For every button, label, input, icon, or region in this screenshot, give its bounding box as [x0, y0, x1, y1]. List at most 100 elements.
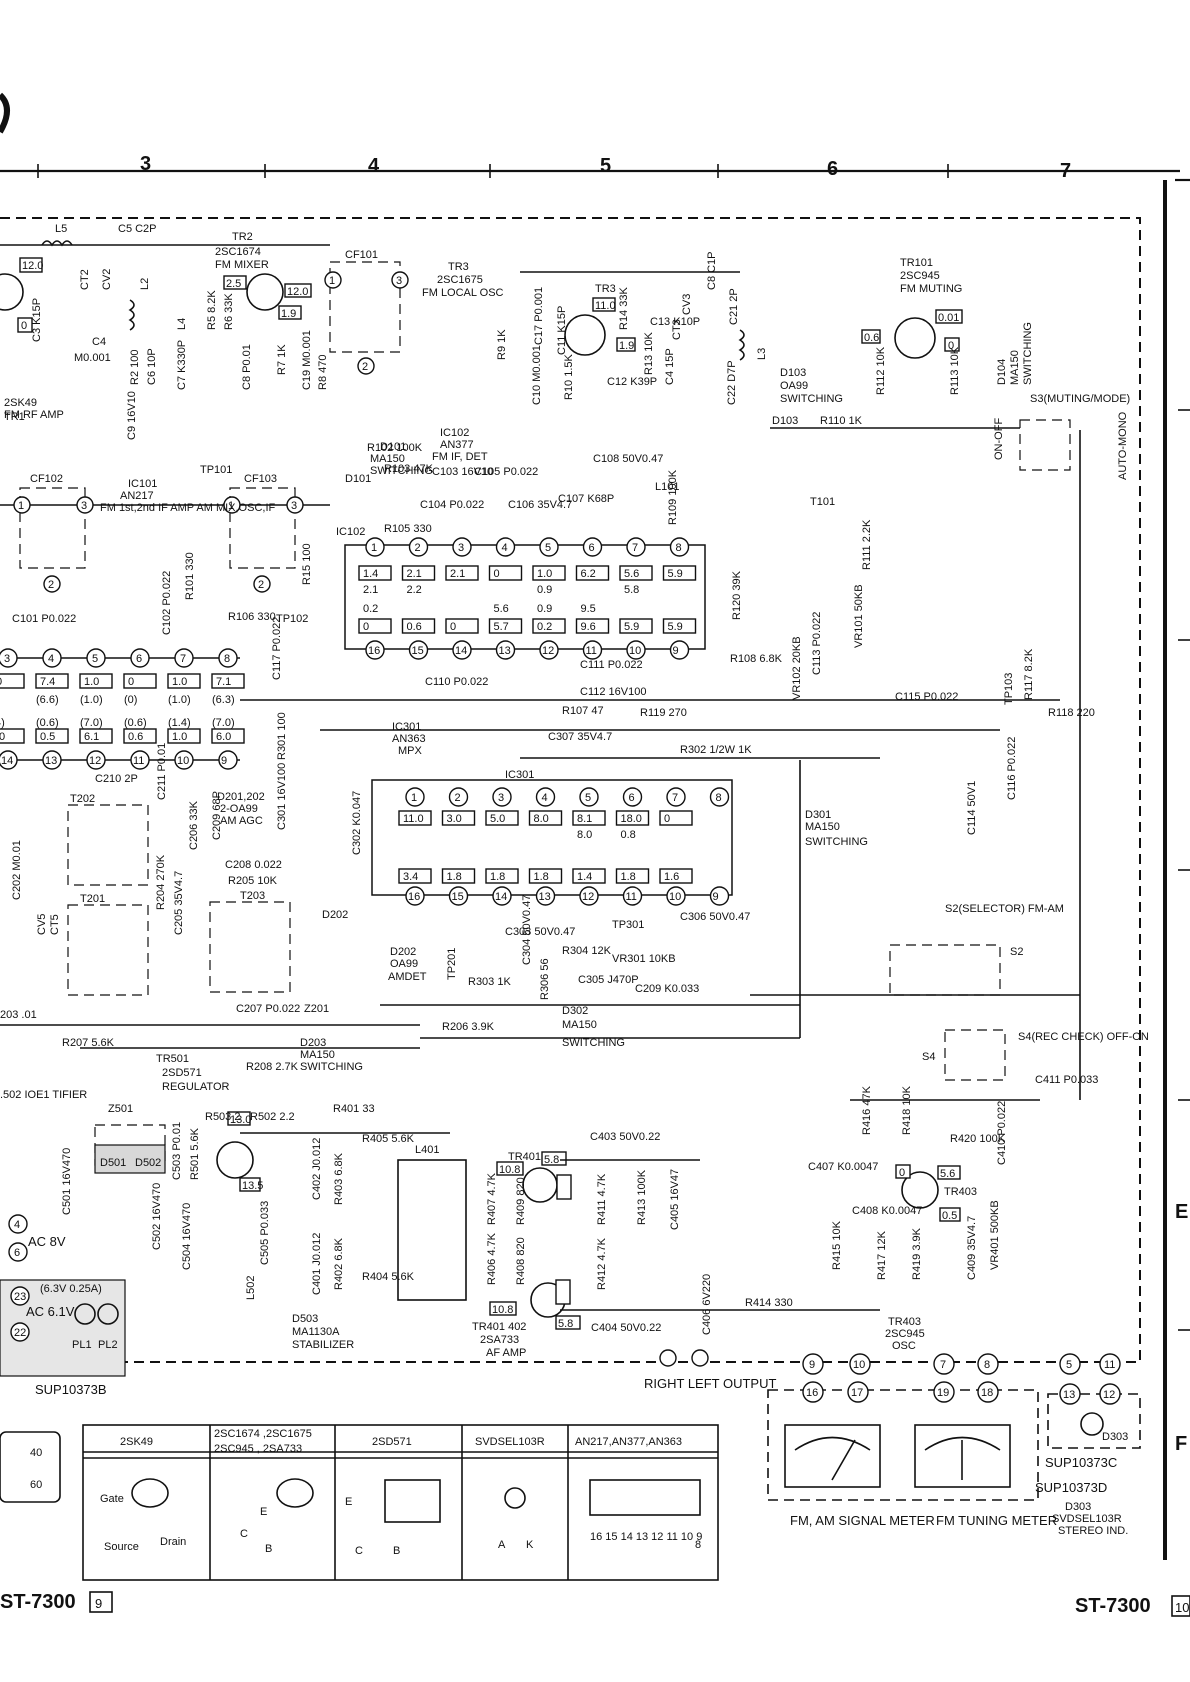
table-header-svdsel103r: SVDSEL103R: [475, 1436, 545, 1448]
ic-voltage: 8.0: [534, 813, 549, 825]
pin-c: C: [240, 1528, 248, 1540]
ic-pin-number: 7: [672, 792, 678, 804]
c306-label: C306 50V0.47: [680, 911, 750, 923]
power-connector: 4 6 AC 8V 23 22 (6.3V 0.25A) AC 6.1V PL1…: [0, 1214, 126, 1503]
ic-pin-number: 13: [499, 645, 511, 657]
voltage-tag: 2.5: [226, 278, 241, 290]
ic-voltage: 9.6: [581, 621, 596, 633]
grid-number-6: 6: [827, 158, 838, 180]
c4-value: M0.001: [74, 352, 111, 364]
ic-voltage: 1.0: [84, 676, 99, 688]
d502-label: D502: [135, 1157, 161, 1169]
c5-label: C5 C2P: [118, 223, 157, 235]
tp102-label: TP102: [276, 613, 308, 625]
ic-voltage-alt: 0.9: [537, 603, 552, 615]
c13-label: C13 K10P: [650, 316, 700, 328]
c401-label: C401 J0.012: [311, 1233, 323, 1295]
ic-pin: [174, 750, 194, 770]
ic-pin-number: 6: [589, 542, 595, 554]
ic-pin: [408, 640, 429, 660]
r412-label: R412 4.7K: [596, 1237, 608, 1290]
r5-label: R5 8.2K: [206, 290, 218, 330]
tr101-role: FM MUTING: [900, 283, 962, 295]
r120-label: R120 39K: [731, 570, 743, 620]
ic-voltage: 1.4: [577, 871, 592, 883]
connector-pin: 9: [809, 1359, 815, 1371]
voltage-tag: 12.0: [287, 286, 308, 298]
ic-pin: [218, 648, 238, 668]
l5-label: L5: [55, 223, 67, 235]
r304-label: R304 12K: [562, 945, 612, 957]
r403-label: R403 6.8K: [333, 1152, 345, 1205]
c411-label: C411 P0.033: [1035, 1074, 1098, 1086]
ic-voltage: 5.0: [490, 813, 505, 825]
c111-label: C111 P0.022: [580, 659, 643, 671]
c110-label: C110 P0.022: [425, 676, 488, 688]
c208-label: C208 0.022: [225, 859, 282, 871]
ic-voltage: 1.4: [363, 568, 378, 580]
c106-label: C106 35V4.7: [508, 499, 572, 511]
ic-voltage-alt: 5.8: [624, 584, 639, 596]
svg-text:D101: D101: [345, 473, 371, 485]
ic-pin: [622, 787, 643, 807]
pin-drain: Drain: [160, 1536, 186, 1548]
ic301-label: IC301: [505, 769, 534, 781]
c304-label: C304 50V0.47: [521, 895, 533, 965]
ic-pin: [495, 537, 516, 557]
svg-text:8: 8: [695, 1539, 701, 1551]
ic-pin: [582, 640, 603, 660]
r417-label: R417 12K: [876, 1230, 888, 1280]
svg-text:TR401: TR401: [508, 1151, 541, 1163]
d201-ref: D201,202: [217, 791, 265, 803]
ic-voltage: 6.2: [581, 568, 596, 580]
tr401-ref: TR401 402: [472, 1321, 526, 1333]
z201-label: Z201: [304, 1003, 329, 1015]
ic-pin: [492, 886, 512, 906]
ic-voltage-alt: (6.6): [36, 694, 59, 706]
r117-label: R117 8.2K: [1023, 648, 1035, 700]
c402-label: C402 J0.012: [311, 1138, 323, 1200]
r108-label: R108 6.8K: [730, 653, 783, 665]
d104-ref: D104: [996, 359, 1008, 385]
ic-pin: [452, 537, 472, 557]
sup10373c-label: SUP10373C: [1045, 1455, 1117, 1470]
ic-voltage: 5.9: [668, 621, 683, 633]
page-left: 9: [95, 1596, 102, 1611]
svg-text:B: B: [393, 1545, 400, 1557]
l4-label: L4: [176, 318, 188, 330]
ic-voltage-alt: (7.0): [80, 717, 103, 729]
tr1-symbol: [0, 273, 24, 311]
r302-label: R302 1/2W 1K: [680, 744, 752, 756]
ic-voltage-alt: (7.0): [212, 717, 235, 729]
tr501-volt: 13.0: [230, 1114, 251, 1126]
r118-label: R118 220: [1048, 707, 1095, 719]
tp301-label: TP301: [612, 919, 644, 931]
lamp-spec: (6.3V 0.25A): [40, 1283, 102, 1295]
ic102-part: AN377: [440, 439, 474, 451]
tuning-meter: [914, 1424, 1011, 1488]
tr101-ref: TR101: [900, 257, 933, 269]
connector-pin: 22: [14, 1327, 26, 1339]
r404-label: R404 5.6K: [362, 1271, 415, 1283]
c503-label: C503 P0.01: [171, 1122, 183, 1180]
cv2-label: CV2: [101, 269, 113, 290]
r101-label: R101 330: [184, 552, 196, 600]
l2-label: L2: [139, 278, 151, 290]
ic-pin-number: 6: [629, 792, 635, 804]
voltage-tag: 10.8: [492, 1304, 513, 1316]
c207-label: C207 P0.022: [236, 1003, 300, 1015]
r415-label: R415 10K: [831, 1220, 843, 1270]
voltage-tag: 10.8: [499, 1164, 520, 1176]
ic-pin-number: 2: [455, 792, 461, 804]
connector-pin: 16: [806, 1387, 818, 1399]
tr101-symbol: [894, 317, 936, 359]
d303-part: SVDSEL103R: [1052, 1513, 1122, 1525]
cf103-label: CF103: [244, 473, 277, 485]
ic-pin-number: 4: [48, 653, 54, 665]
ic-voltage: 1.8: [490, 871, 505, 883]
ic-pin-number: 8: [224, 653, 230, 665]
tr403-part: 2SC945: [885, 1328, 925, 1340]
voltage-tag: 0.5: [942, 1210, 957, 1222]
c303-label: C303 50V0.47: [505, 926, 575, 938]
